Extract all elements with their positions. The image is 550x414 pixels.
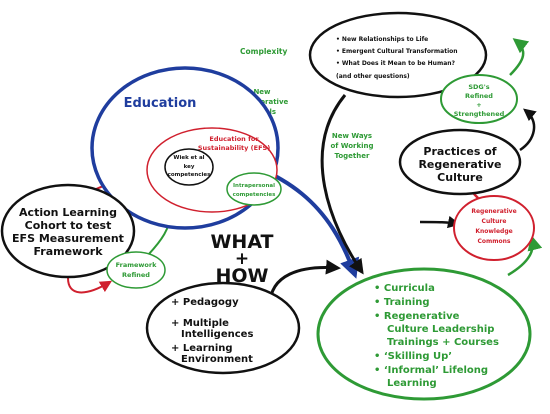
commons-line-4: Commons [478, 238, 511, 245]
wiek-line-3: competencies [168, 172, 212, 178]
label-plus: + [235, 249, 249, 269]
sdg-line-2: Refined [465, 92, 493, 100]
action-line-4: Framework [33, 245, 103, 258]
commons-line-3: Knowledge [475, 228, 512, 235]
curricula-item-2: • Training [374, 297, 430, 308]
top-item-3: • What Does it Mean to be Human? [336, 60, 456, 67]
label-new-ways-1: New Ways [332, 132, 372, 140]
top-other: (and other questions) [336, 73, 410, 80]
sdg-line-1: SDG's [468, 83, 489, 91]
curricula-item-1: • Curricula [374, 283, 435, 294]
arrow-sdg-to-top [509, 38, 530, 76]
arrow-top-to-curricula [320, 94, 364, 275]
pedagogy-item-2b: Intelligences [181, 329, 253, 340]
label-complexity: Complexity [240, 47, 287, 56]
practices-ellipse [398, 128, 522, 196]
framework-line-2: Refined [122, 271, 150, 279]
framework-line-1: Framework [116, 261, 157, 269]
curricula-item-5: Trainings + Courses [387, 337, 499, 348]
sdg-ellipse [440, 74, 518, 124]
label-new-collab-1: New [253, 88, 271, 96]
label-how: HOW [215, 265, 268, 287]
intra-line-1: Intrapersonal [233, 183, 275, 189]
intra-line-2: competencies [233, 192, 277, 198]
curricula-item-7: • ‘Informal’ Lifelong [374, 365, 488, 376]
curricula-item-6: • ‘Skilling Up’ [374, 351, 452, 362]
intrapersonal-ellipse [226, 172, 282, 206]
action-line-1: Action Learning [19, 206, 117, 219]
action-line-3: EFS Measurement [12, 232, 124, 245]
top-item-2: • Emergent Cultural Transformation [336, 48, 458, 55]
commons-line-2: Culture [482, 218, 507, 225]
commons-line-1: Regenerative [471, 208, 516, 215]
pedagogy-item-3a: + Learning [171, 343, 233, 354]
curricula-item-3: • Regenerative [374, 311, 460, 322]
label-new-ways-2: of Working [330, 142, 373, 150]
sdg-line-3: + [476, 101, 481, 109]
curricula-ellipse [316, 267, 532, 401]
wiek-ellipse [164, 148, 214, 186]
practices-line-3: Culture [437, 171, 483, 184]
arrow-curricula-to-commons [507, 235, 543, 277]
framework-ellipse [106, 251, 166, 289]
pedagogy-ellipse [145, 281, 301, 375]
pedagogy-item-3b: Environment [181, 354, 253, 365]
action-line-2: Cohort to test [25, 219, 112, 232]
practices-line-1: Practices of [423, 145, 496, 158]
arrow-curved-to-commons [419, 215, 461, 229]
education-title: Education [124, 96, 197, 111]
efs-line-1: Education for [209, 135, 259, 143]
wiek-line-1: Wiek et al [173, 155, 204, 161]
efs-line-2: Sustainability (EFS) [198, 144, 270, 152]
label-new-ways-3: Together [335, 152, 370, 160]
curricula-item-4: Culture Leadership [387, 324, 494, 335]
action-learning-ellipse [0, 183, 136, 279]
arrow-practices-to-sdg [519, 108, 537, 152]
commons-ellipse [453, 195, 535, 261]
label-what: WHAT [210, 231, 273, 253]
arrow-action-to-framework [67, 277, 113, 294]
top-questions-ellipse [308, 11, 488, 99]
pedagogy-item-1: + Pedagogy [171, 297, 239, 308]
wiek-line-2: key [184, 164, 195, 170]
sdg-line-4: Strengthened [454, 110, 505, 118]
practices-line-2: Regenerative [418, 158, 501, 171]
top-item-1: • New Relationships to Life [336, 36, 428, 43]
curricula-item-8: Learning [387, 378, 437, 389]
pedagogy-item-2a: + Multiple [171, 318, 229, 329]
